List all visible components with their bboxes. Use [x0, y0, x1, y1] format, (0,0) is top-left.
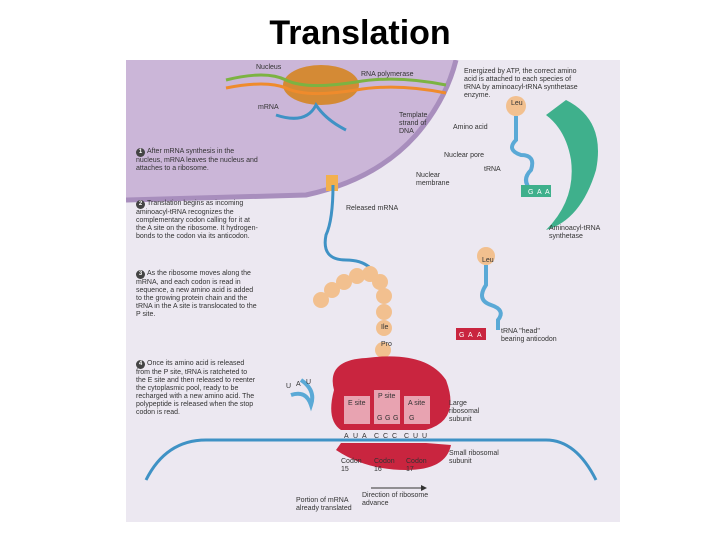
mrna-base: U — [413, 433, 418, 440]
step-4-text: Once its amino acid is released from the… — [136, 360, 256, 416]
p-site-label: P site — [378, 393, 396, 400]
step-4-number: 4 — [136, 360, 145, 369]
direction-label: Direction of ribosome advance — [362, 492, 429, 507]
page-title: Translation — [269, 14, 451, 52]
diagram-canvas: G A A G A A U A U G G G G A U A C C C C … — [125, 59, 620, 522]
amino-acid-leu — [506, 96, 526, 116]
polypeptide-aa — [376, 304, 392, 320]
mrna-base: U — [353, 433, 358, 440]
nucleus-label: Nucleus — [256, 64, 282, 71]
polypeptide-aa-pro — [375, 342, 391, 358]
nuclear-membrane-label: Nuclear membrane — [416, 172, 450, 187]
trna-left-base: A — [296, 381, 301, 388]
p-site-box — [374, 390, 400, 424]
trna-top-anticodon — [521, 185, 551, 197]
mrna-label: mRNA — [258, 104, 279, 111]
mrna-base: A — [344, 433, 349, 440]
small-ribosomal-subunit — [336, 443, 451, 470]
energized-note: Energized by ATP, the correct amino acid… — [464, 68, 578, 99]
leu-top-label: Leu — [511, 100, 523, 107]
amino-acid-label: Amino acid — [453, 124, 488, 131]
mrna-base: C — [392, 433, 397, 440]
trna-label: tRNA — [484, 166, 501, 173]
amino-acid-leu-mid — [477, 247, 495, 265]
mrna-base: C — [404, 433, 409, 440]
ile-label: Ile — [381, 324, 389, 331]
dna-template-strand — [225, 82, 447, 96]
mrna-base: U — [422, 433, 427, 440]
trna-mid-base: A — [468, 332, 473, 339]
polypeptide-aa — [313, 292, 329, 308]
aminoacyl-trna-synthetase — [546, 100, 598, 230]
nuclear-pore-label: Nuclear pore — [444, 152, 485, 159]
step-3-text: As the ribosome moves along the mRNA, an… — [136, 270, 257, 318]
trna-top-base: G — [528, 189, 533, 196]
rna-polymerase-label: RNA polymerase — [361, 71, 414, 78]
a-site-box — [404, 396, 430, 424]
trna-left-base: U — [286, 383, 291, 390]
mrna-base: C — [383, 433, 388, 440]
polypeptide-aa — [324, 282, 340, 298]
trna-mid-base: A — [477, 332, 482, 339]
large-subunit-label: Large ribosomal subunit — [449, 400, 480, 423]
polypeptide-aa-ile — [376, 320, 392, 336]
mrna-nuclear — [275, 102, 347, 132]
trna-head-label: tRNA "head" bearing anticodon — [501, 328, 557, 343]
step-2-number: 2 — [136, 200, 145, 209]
dna-strand — [225, 73, 447, 88]
trna-top-base: A — [537, 189, 542, 196]
a-site-anticodon-base: G — [409, 415, 414, 422]
e-site-box — [344, 396, 370, 424]
step-3-number: 3 — [136, 270, 145, 279]
step-1-number: 1 — [136, 148, 145, 157]
mrna-base: A — [362, 433, 367, 440]
nuclear-pore — [326, 175, 338, 191]
codon17-label: Codon 17 — [406, 458, 427, 473]
trna-exiting — [290, 378, 315, 412]
trna-mid-base: G — [459, 332, 464, 339]
a-site-label: A site — [408, 400, 426, 407]
p-site-anticodon-base: G — [377, 415, 382, 422]
trna-mid — [480, 265, 503, 330]
step-1-text: After mRNA synthesis in the nucleus, mRN… — [136, 148, 258, 172]
template-strand-label: Template strand of DNA — [399, 112, 428, 135]
codon15-label: Codon 15 — [341, 458, 362, 473]
p-site-anticodon-base: G — [385, 415, 390, 422]
polypeptide-aa — [372, 274, 388, 290]
pro-label: Pro — [381, 341, 392, 348]
polypeptide-chain — [313, 266, 392, 358]
polypeptide-aa — [336, 274, 352, 290]
mrna-base: C — [374, 433, 379, 440]
step-2-text: Translation begins as incoming aminoacyl… — [136, 200, 258, 240]
trna-top — [510, 116, 535, 192]
p-site-anticodon-base: G — [393, 415, 398, 422]
trna-left-base: U — [306, 379, 311, 386]
nucleus — [126, 60, 456, 200]
e-site-label: E site — [348, 400, 366, 407]
portion-translated-label: Portion of mRNA already translated — [296, 497, 352, 512]
codon16-label: Codon 16 — [374, 458, 395, 473]
released-mrna-label: Released mRNA — [346, 205, 399, 212]
polypeptide-aa — [349, 268, 365, 284]
small-subunit-label: Small ribosomal subunit — [449, 450, 499, 465]
polypeptide-aa — [376, 288, 392, 304]
trna-mid-anticodon — [456, 328, 486, 340]
translation-diagram: G A A G A A U A U G G G G A U A C C C C … — [125, 59, 620, 522]
leu-mid-label: Leu — [482, 257, 494, 264]
trna-top-base: A — [545, 189, 550, 196]
aminoacyl-synthetase-label: Aminoacyl-tRNA synthetase — [549, 225, 600, 240]
mrna-strand — [144, 438, 598, 481]
